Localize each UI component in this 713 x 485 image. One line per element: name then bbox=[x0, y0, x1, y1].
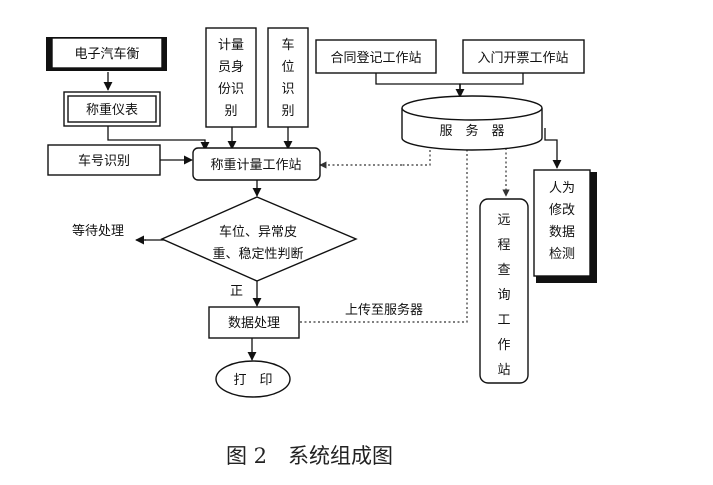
dotted-connectors bbox=[300, 139, 510, 323]
node-weighing-ws: 称重计量工作站 bbox=[192, 147, 321, 181]
figure-caption: 图 2 系统组成图 bbox=[226, 444, 393, 468]
node-car-position: 车位识别 bbox=[267, 27, 309, 128]
server-label: 服 务 器 bbox=[439, 123, 504, 139]
node-remote-query-ws: 远程查询工作站 bbox=[479, 198, 529, 384]
weighing-ws-label: 称重计量工作站 bbox=[210, 157, 301, 173]
truck-scale-label: 电子汽车衡 bbox=[74, 46, 139, 62]
gate-ticket-ws-label: 入门开票工作站 bbox=[477, 51, 568, 66]
edge-gate-server bbox=[459, 73, 524, 96]
data-processing-label: 数据处理 bbox=[228, 316, 280, 331]
node-server: 服 务 器 bbox=[401, 95, 543, 151]
contract-ws-label: 合同登记工作站 bbox=[330, 51, 421, 66]
meter-id-label: 计量员身份识别 bbox=[218, 38, 244, 119]
wait-label: 等待处理 bbox=[72, 223, 124, 239]
node-plate-id: 车号识别 bbox=[47, 144, 161, 176]
node-gate-ticket-ws: 入门开票工作站 bbox=[462, 39, 585, 74]
node-truck-scale: 电子汽车衡 bbox=[46, 37, 167, 71]
connectors bbox=[103, 72, 562, 361]
print-label: 打 印 bbox=[233, 373, 272, 388]
node-weighing-instrument: 称重仪表 bbox=[63, 91, 161, 127]
upload-label: 上传至服务器 bbox=[345, 302, 423, 318]
remote-query-ws-label: 远程查询工作站 bbox=[497, 213, 510, 378]
node-meter-id: 计量员身份识别 bbox=[205, 27, 257, 128]
manual-edit-detect-label: 人为修改数据检测 bbox=[549, 181, 575, 262]
node-print: 打 印 bbox=[215, 360, 291, 398]
node-data-processing: 数据处理 bbox=[208, 306, 300, 339]
car-position-label: 车位识别 bbox=[281, 37, 294, 119]
edge-contract-server bbox=[375, 73, 461, 96]
ok-label: 正 bbox=[230, 284, 243, 299]
node-judgement: 车位、异常皮 重、稳定性判断 bbox=[160, 196, 358, 282]
node-manual-edit-detect: 人为修改数据检测 bbox=[533, 169, 597, 283]
judgement-line-2: 重、稳定性判断 bbox=[212, 246, 303, 262]
edge-instrument-ws bbox=[107, 126, 210, 151]
plate-id-label: 车号识别 bbox=[78, 153, 130, 169]
weighing-instrument-label: 称重仪表 bbox=[86, 102, 138, 118]
edge-server-detect bbox=[544, 128, 562, 169]
edge-upload-server bbox=[300, 139, 471, 323]
judgement-line-1: 车位、异常皮 bbox=[219, 224, 297, 240]
node-contract-ws: 合同登记工作站 bbox=[315, 39, 437, 74]
